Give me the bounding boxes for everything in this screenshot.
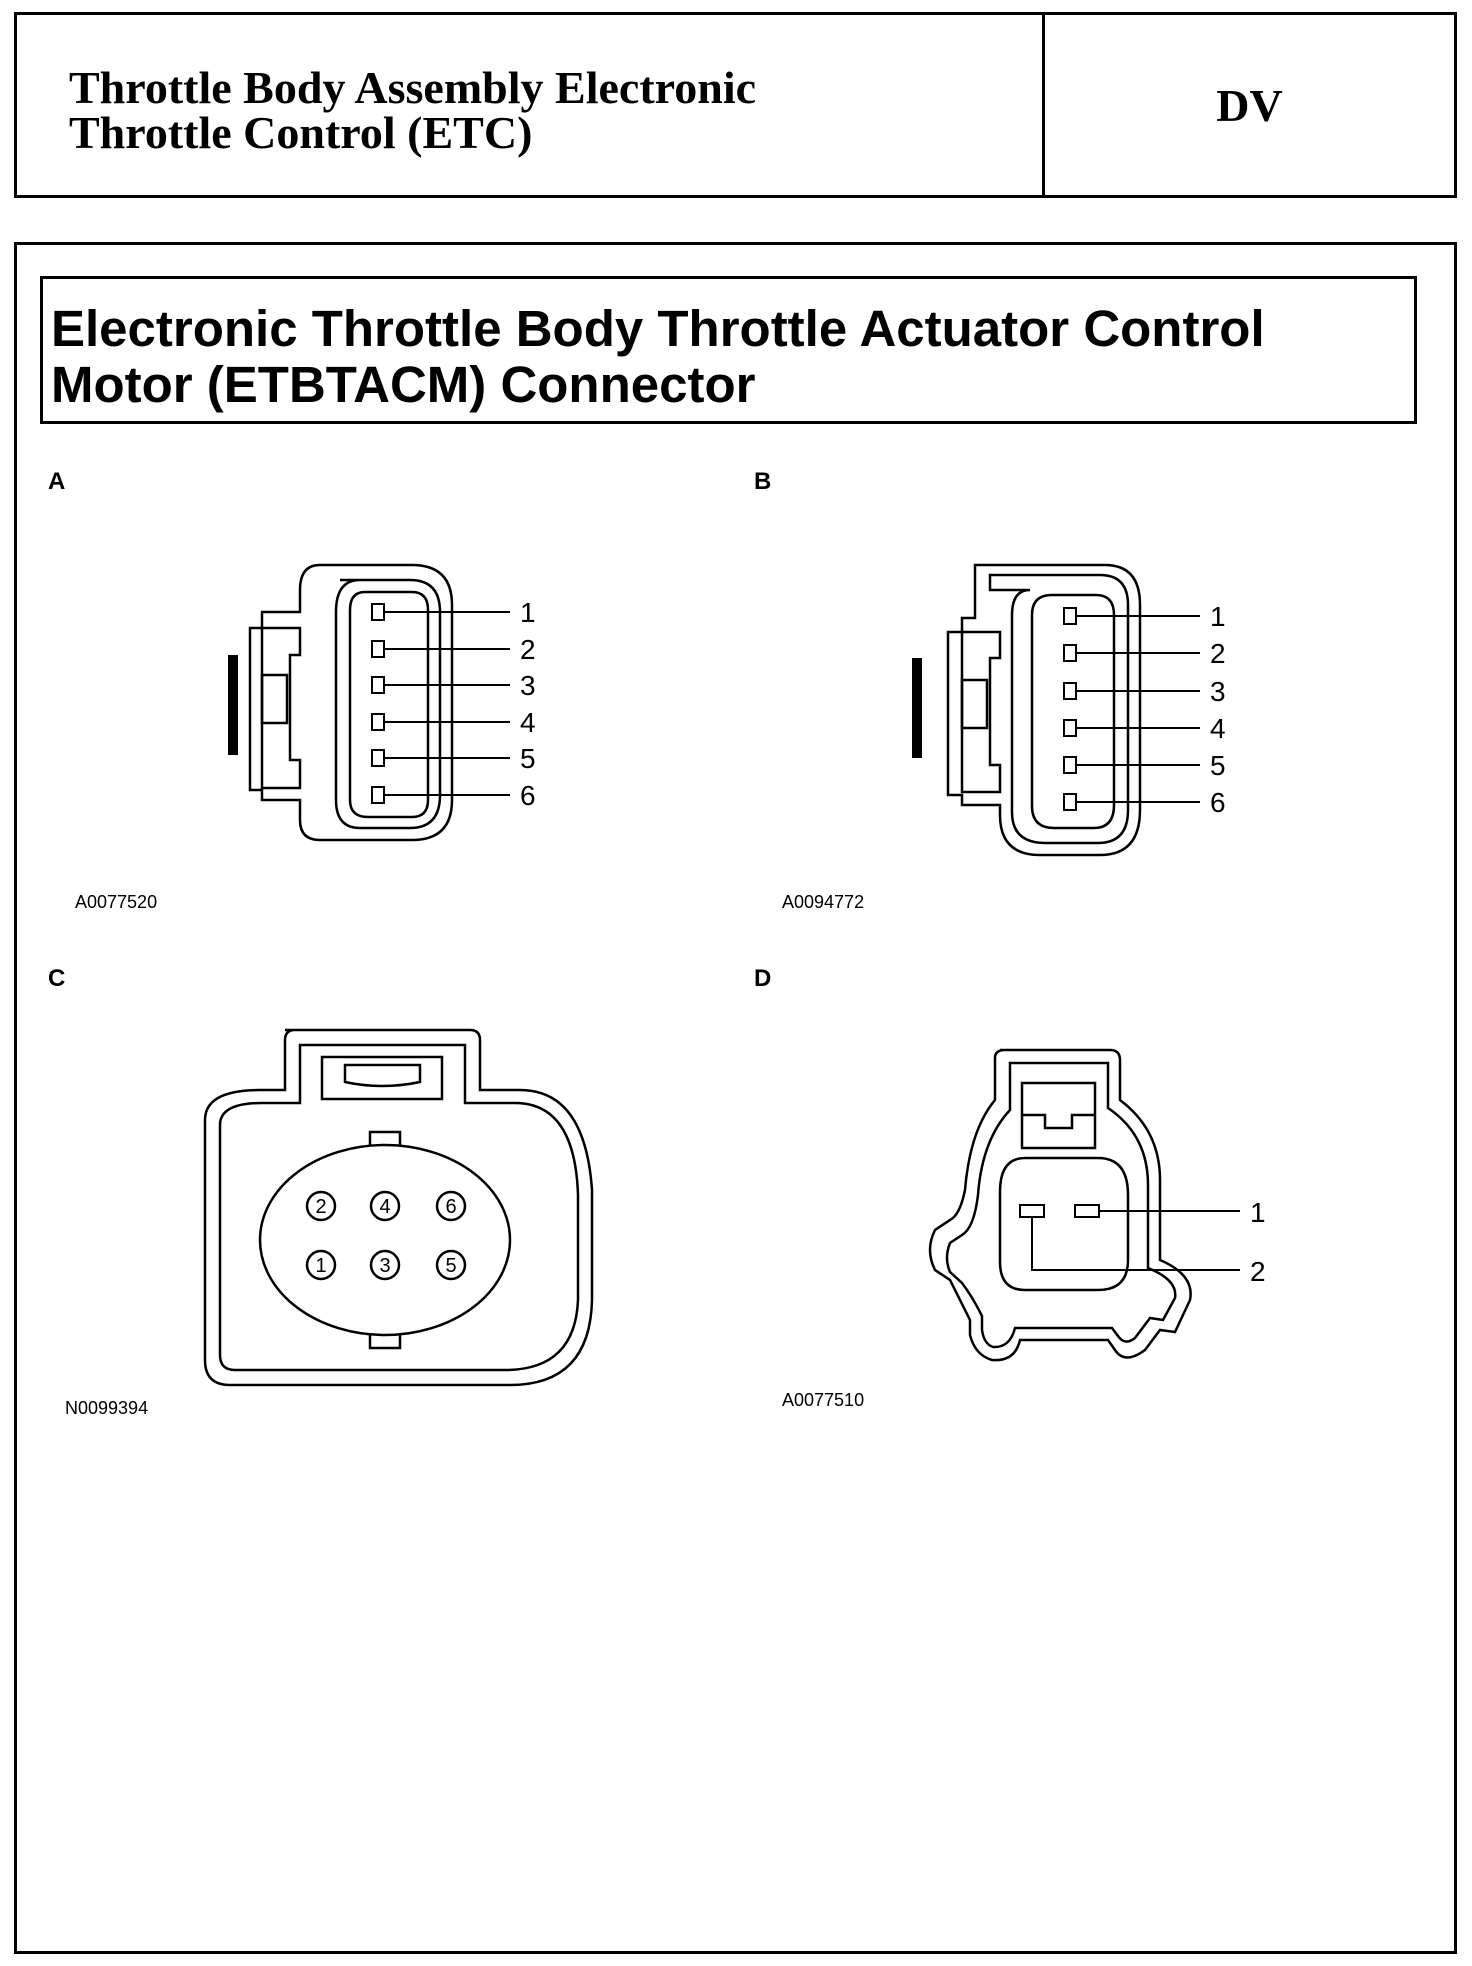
connector-d-pin-1 [1074, 1204, 1100, 1218]
connector-a-side-bar [228, 655, 238, 755]
connector-a-pin-label-3: 3 [520, 670, 536, 701]
panel-b-label: B [754, 468, 772, 495]
connector-c-pin-label-5: 5 [445, 1255, 456, 1277]
panel-c-label: C [48, 965, 66, 992]
connector-a-pin-label-5: 5 [520, 743, 536, 774]
connector-c-latch-frame [320, 1055, 444, 1101]
panel-d-ref: A0077510 [782, 1390, 865, 1410]
connector-a-inner-shell [334, 578, 442, 830]
connector-c-pin-4 [369, 1190, 401, 1222]
connector-c-pin-label-2: 2 [315, 1196, 326, 1218]
connector-a-pin-label-2: 2 [520, 634, 536, 665]
connector-c-housing-inner [218, 1043, 580, 1372]
connector-d-leaders [1031, 1210, 1240, 1271]
section-title-line1: Electronic Throttle Body Throttle Actuat… [51, 300, 1265, 357]
panel-c-ref: N0099394 [65, 1398, 149, 1418]
connector-b-pin-label-3: 3 [1210, 676, 1226, 707]
connector-b-latch-window [960, 678, 989, 730]
connector-b-pin-label-6: 6 [1210, 787, 1226, 818]
connector-b-pin-cavity [1030, 593, 1116, 830]
connector-d-pin-label-1: 1 [1250, 1197, 1266, 1228]
connector-c-top-key [368, 1130, 402, 1146]
header-title: Throttle Body Assembly Electronic Thrott… [69, 62, 969, 158]
connector-c-pin-3 [369, 1249, 401, 1281]
header-title-line2: Throttle Control (ETC) [69, 107, 533, 158]
connector-b-pin-label-4: 4 [1210, 713, 1226, 744]
connector-a-pin-label-1: 1 [520, 597, 536, 628]
section-title-box: Electronic Throttle Body Throttle Actuat… [40, 276, 1417, 424]
connector-c-pin-label-1: 1 [315, 1255, 326, 1277]
connector-d-pins [1019, 1204, 1100, 1218]
connector-c-bottom-key [368, 1334, 402, 1350]
connector-a-pin-label-4: 4 [520, 707, 536, 738]
header-code: DV [1216, 79, 1283, 131]
connector-d-latch [1022, 1113, 1095, 1130]
connector-b-pin-label-5: 5 [1210, 750, 1226, 781]
connector-c-housing-outer [203, 1028, 594, 1387]
panel-d-label: D [754, 965, 772, 992]
connector-b-pins [1063, 607, 1077, 811]
header: Throttle Body Assembly Electronic Thrott… [14, 12, 1457, 198]
connector-c-pin-face [258, 1143, 512, 1337]
connector-a-latch-window [260, 673, 289, 725]
connector-a-leaders [384, 611, 510, 796]
connector-d-housing-inner [945, 1061, 1177, 1349]
connector-d-pin-label-2: 2 [1250, 1256, 1266, 1287]
connector-b-housing [946, 563, 1142, 857]
section-title: Electronic Throttle Body Throttle Actuat… [51, 301, 1421, 413]
header-divider [1042, 15, 1045, 195]
panel-a-ref: A0077520 [75, 892, 158, 912]
connector-c-pin-label-4: 4 [379, 1196, 390, 1218]
connector-a-pin-cavity [348, 590, 430, 819]
section-title-line2: Motor (ETBTACM) Connector [51, 356, 756, 413]
connector-c-pin-6 [435, 1190, 467, 1222]
panel-b-ref: A0094772 [782, 892, 865, 912]
connector-c-pin-2 [305, 1190, 337, 1222]
connector-c-pin-label-3: 3 [379, 1255, 390, 1277]
connector-b-pin-label-2: 2 [1210, 638, 1226, 669]
connector-d-pin-cavity [998, 1156, 1130, 1292]
connector-c-latch [343, 1063, 422, 1088]
header-title-line1: Throttle Body Assembly Electronic [69, 62, 757, 113]
connector-b-leaders [1076, 615, 1200, 803]
connector-c-pin-1 [305, 1249, 337, 1281]
connector-a-housing [248, 563, 454, 842]
connector-b-side-bar [912, 658, 922, 758]
connector-b-pin-label-1: 1 [1210, 601, 1226, 632]
connector-a-latch [260, 626, 302, 790]
connector-d-pin-2 [1019, 1204, 1045, 1218]
connector-b-inner-shell [988, 573, 1130, 845]
connector-c-pin-label-6: 6 [445, 1196, 456, 1218]
main-frame [14, 242, 1457, 1954]
connector-b-latch [960, 630, 1002, 794]
connector-d-latch-frame [1020, 1081, 1097, 1150]
connector-d-housing-outer [928, 1048, 1192, 1362]
connector-c-pin-5 [435, 1249, 467, 1281]
connector-a-pin-label-6: 6 [520, 780, 536, 811]
panel-a-label: A [48, 468, 66, 495]
